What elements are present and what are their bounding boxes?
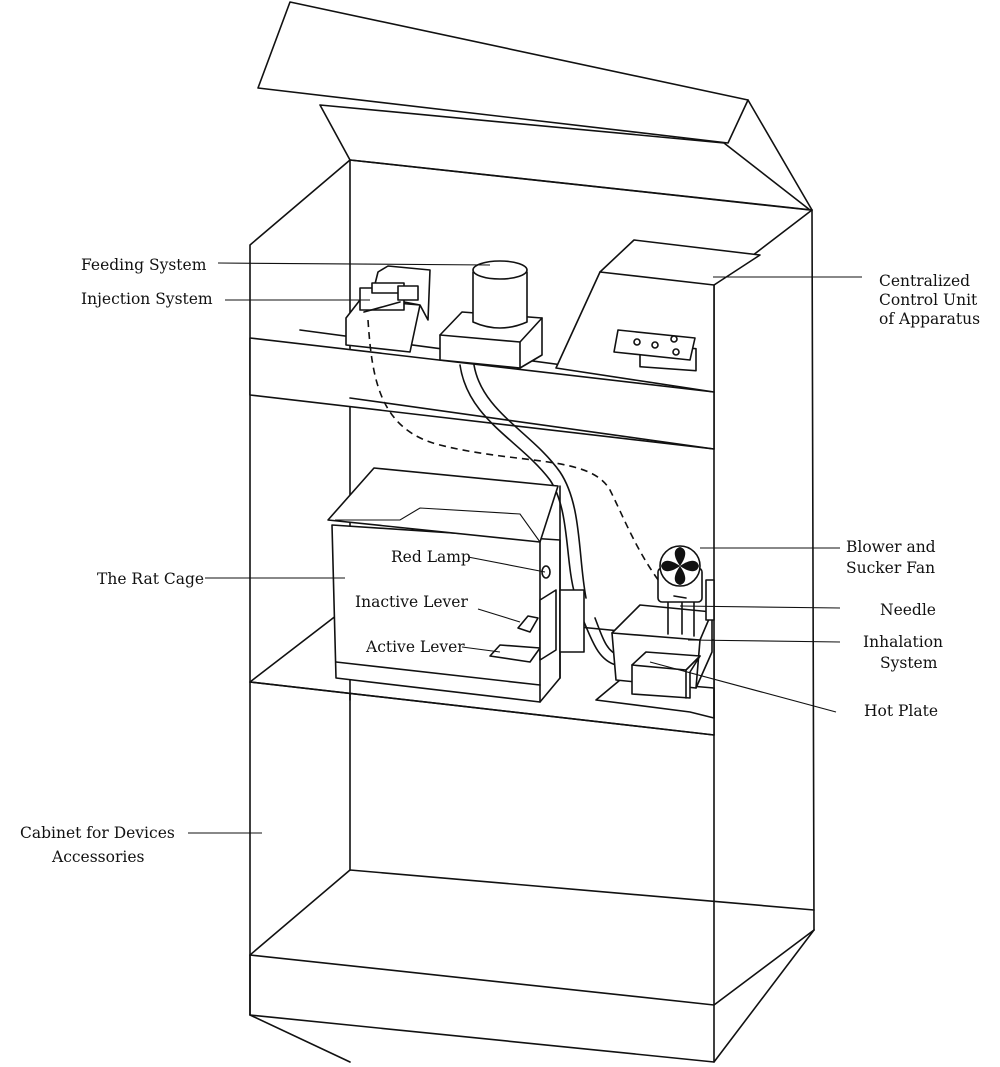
injection-line	[367, 319, 671, 596]
needle-icon	[673, 595, 687, 599]
pump-connector	[559, 589, 585, 653]
label-control-unit-line1: Centralized	[879, 272, 970, 290]
label-needle: Needle	[880, 601, 936, 619]
label-injection-system: Injection System	[81, 290, 213, 308]
hot-plate-icon	[631, 651, 701, 699]
label-inhalation-line2: System	[880, 654, 938, 672]
inactive-lever-icon	[517, 615, 539, 633]
cabinet-right-side	[713, 209, 813, 1063]
label-hot-plate: Hot Plate	[864, 702, 938, 720]
injection-pump	[345, 265, 431, 353]
label-control-unit-line3: of Apparatus	[879, 310, 980, 328]
leader-lines	[188, 262, 862, 834]
cabinet-lid	[257, 1, 749, 144]
label-blower-line2: Sucker Fan	[846, 559, 935, 577]
labels: Feeding System Injection System Centrali…	[20, 256, 980, 866]
label-inactive-lever: Inactive Lever	[355, 593, 468, 611]
label-blower-line1: Blower and	[846, 538, 936, 556]
inhalation-system	[595, 545, 715, 719]
label-rat-cage: The Rat Cage	[97, 570, 204, 588]
label-feeding-system: Feeding System	[81, 256, 207, 274]
feeding-system	[439, 260, 543, 369]
label-inhalation-line1: Inhalation	[863, 633, 943, 651]
lid-right-edge	[747, 99, 813, 211]
label-red-lamp: Red Lamp	[391, 548, 471, 566]
control-unit	[555, 239, 761, 393]
cabinet-body	[249, 1, 815, 1063]
label-cabinet-line1: Cabinet for Devices	[20, 824, 175, 842]
label-cabinet-line2: Accessories	[51, 848, 145, 866]
cabinet-left-side	[249, 159, 351, 1063]
feeding-tube-outer	[459, 364, 576, 596]
control-keypad	[613, 329, 696, 361]
rat-cage	[327, 467, 585, 703]
feeding-tube-inner	[473, 364, 587, 599]
label-active-lever: Active Lever	[365, 638, 465, 656]
red-lamp-icon	[541, 565, 551, 579]
label-control-unit-line2: Control Unit	[879, 291, 978, 309]
